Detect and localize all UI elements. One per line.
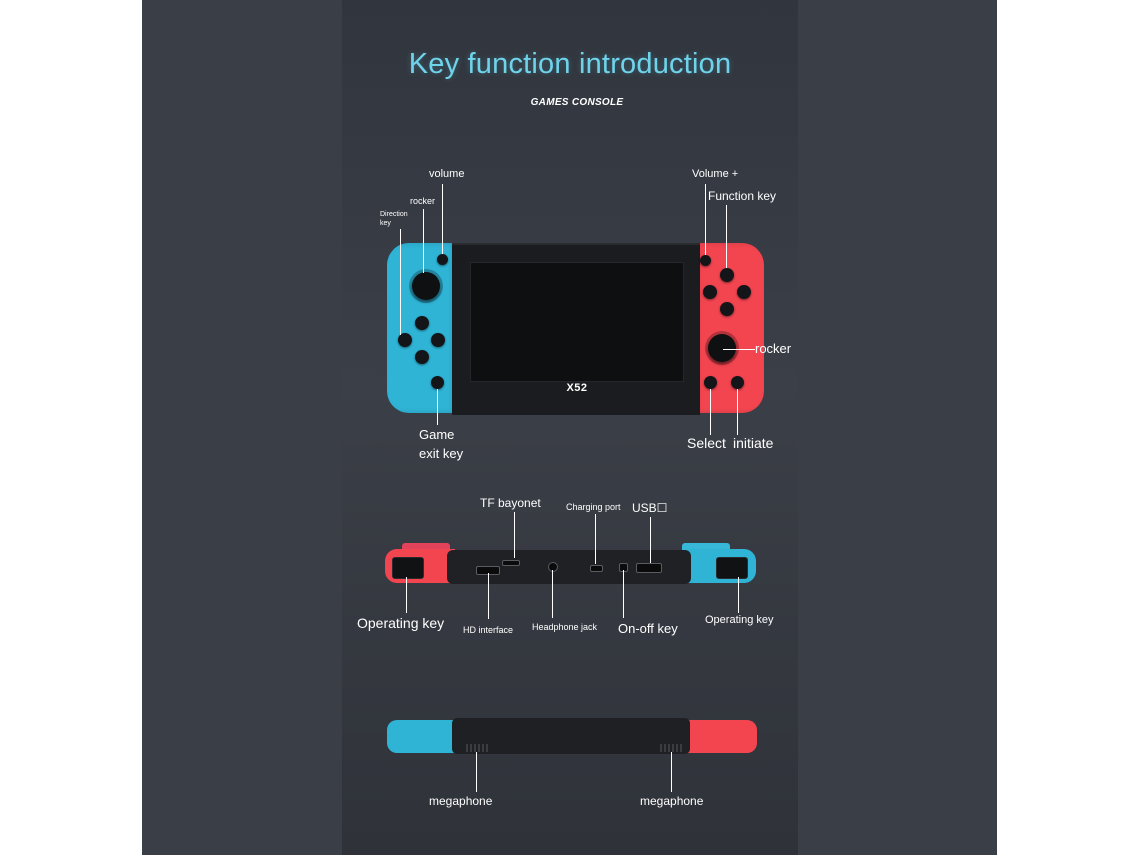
start-button [731, 376, 744, 389]
right-rocker-stick [708, 334, 736, 362]
bottom-left-joycon [387, 720, 462, 753]
page-subtitle: GAMES CONSOLE [530, 97, 624, 108]
label-game-exit-1: Game [419, 427, 455, 442]
operating-key-right [716, 557, 748, 579]
label-function-key: Function key [708, 189, 777, 203]
label-rocker-left: rocker [410, 196, 436, 206]
callout-line [406, 577, 407, 613]
bottom-edge-body [452, 718, 690, 754]
label-headphone-jack: Headphone jack [532, 622, 598, 632]
callout-line [705, 184, 706, 255]
game-exit-button [431, 376, 444, 389]
product-panel: Key function introduction GAMES CONSOLE … [342, 0, 798, 855]
label-hd-interface: HD interface [463, 625, 514, 635]
label-initiate: initiate [733, 435, 774, 451]
right-trigger-cap [682, 543, 730, 550]
callout-line [737, 389, 738, 435]
label-volume-minus: volume [429, 168, 465, 180]
speaker-grille-right [660, 744, 682, 752]
label-direction-key-1: Direction [380, 211, 408, 218]
callout-line [710, 389, 711, 435]
callout-line [514, 512, 515, 558]
label-rocker-right: rocker [755, 341, 792, 356]
label-operating-key-left: Operating key [357, 615, 445, 631]
speaker-grille-left [466, 744, 488, 752]
callout-line [671, 752, 672, 792]
callout-line [437, 389, 438, 425]
select-button [704, 376, 717, 389]
dpad-up-button [415, 316, 429, 330]
operating-key-left [392, 557, 424, 579]
console-screen [470, 262, 684, 382]
callout-line [650, 517, 651, 563]
callout-line [552, 570, 553, 618]
function-b-button [720, 302, 734, 316]
label-direction-key-2: key [380, 220, 391, 227]
dpad-down-button [415, 350, 429, 364]
callout-line [623, 570, 624, 618]
function-x-button [720, 268, 734, 282]
callout-line [423, 209, 424, 273]
label-select: Select [687, 435, 726, 451]
brand-label: X52 [566, 382, 588, 394]
charging-port [590, 565, 603, 572]
tf-slot-port [502, 560, 520, 566]
callout-line [488, 573, 489, 619]
label-megaphone-right: megaphone [640, 794, 704, 808]
callout-line [595, 514, 596, 564]
usb-port [636, 563, 662, 573]
callout-line [400, 229, 401, 335]
left-rocker-stick [412, 272, 440, 300]
label-on-off-key: On-off key [618, 621, 678, 636]
volume-plus-button [700, 255, 711, 266]
callout-line [726, 205, 727, 268]
label-charging-port: Charging port [566, 502, 621, 512]
callout-line [738, 577, 739, 613]
label-usb: USB☐ [632, 501, 668, 515]
dpad-left-button [398, 333, 412, 347]
callout-line [723, 349, 755, 350]
function-y-button [703, 285, 717, 299]
volume-minus-button [437, 254, 448, 265]
label-game-exit-2: exit key [419, 446, 464, 461]
page-title: Key function introduction [408, 48, 732, 80]
headphone-jack-port [548, 562, 558, 572]
callout-line [442, 184, 443, 254]
label-operating-key-right: Operating key [705, 614, 774, 626]
label-tf-bayonet: TF bayonet [480, 496, 541, 510]
callout-line [476, 752, 477, 792]
left-trigger-cap [402, 543, 450, 550]
label-megaphone-left: megaphone [429, 794, 493, 808]
bottom-right-joycon [682, 720, 757, 753]
label-volume-plus: Volume + [692, 168, 739, 180]
function-a-button [737, 285, 751, 299]
dpad-right-button [431, 333, 445, 347]
